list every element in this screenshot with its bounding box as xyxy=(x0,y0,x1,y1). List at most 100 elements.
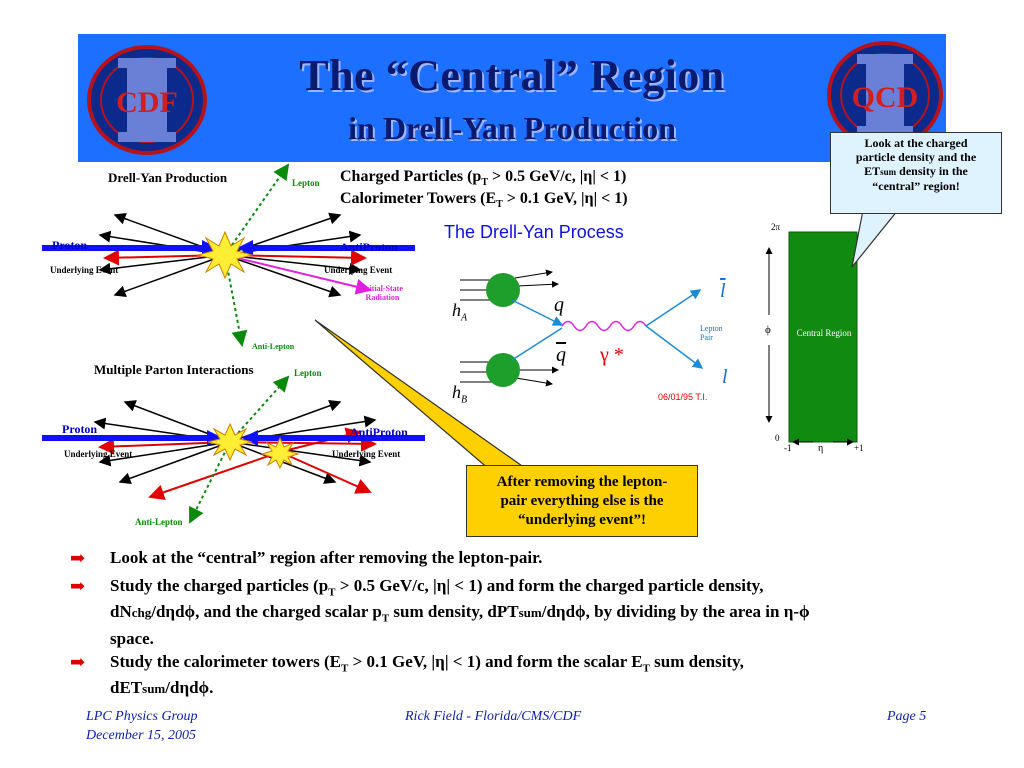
photon-label: γ * xyxy=(600,344,624,366)
anti-lepton-label: Anti-Lepton xyxy=(252,342,295,351)
underlying-event-right: Underlying Event xyxy=(324,265,393,275)
bullet-arrow-icon: ➡ xyxy=(70,548,86,568)
callout-bottom-line1: After removing the lepton- xyxy=(496,474,668,490)
b3-s1: T xyxy=(341,662,349,675)
b3-s2: T xyxy=(642,662,650,675)
qcd-logo-text: QCD xyxy=(852,81,919,114)
mpi-anti-lepton-label: Anti-Lepton xyxy=(135,517,183,527)
callout-top-et: ET xyxy=(864,164,881,178)
isr-line2: Radiation xyxy=(365,293,400,302)
calorimeter-towers-cut: Calorimeter Towers (ET > 0.1 GeV, |η| < … xyxy=(340,190,628,210)
b3-p5: /dηdϕ. xyxy=(165,678,214,698)
callout-top-line3: ETsum density in the xyxy=(831,164,1001,179)
b2-p7: space. xyxy=(110,628,154,648)
b2-p1: Study the charged particles (p xyxy=(110,576,329,595)
feynman-diagram xyxy=(460,269,704,387)
cut1-sub: T xyxy=(481,177,488,189)
mpi-proton-label: Proton xyxy=(62,422,98,436)
page-number: Page 5 xyxy=(887,709,927,724)
bullet-arrow-icon: ➡ xyxy=(70,652,86,672)
callout-bottom-line3: “underlying event”! xyxy=(518,512,646,528)
phi-axis-label: ϕ xyxy=(765,324,771,336)
footer-group: LPC Physics Group xyxy=(86,709,198,724)
b2-s3: T xyxy=(381,612,390,625)
charged-particles-cut: Charged Particles (pT > 0.5 GeV/c, |η| <… xyxy=(340,168,626,188)
pair-line2: Pair xyxy=(700,333,713,342)
callout-top-line1: Look at the charged xyxy=(864,136,968,150)
footer-author: Rick Field - Florida/CMS/CDF xyxy=(405,709,582,724)
drell-yan-title: Drell-Yan Production xyxy=(108,170,228,185)
pair-line1: Lepton xyxy=(700,324,723,333)
b2-p3: dN xyxy=(110,602,132,622)
b2-p5: sum density, dPT xyxy=(389,602,519,622)
cut1-post: > 0.5 GeV/c, |η| < 1) xyxy=(487,168,627,185)
b3-p1: Study the calorimeter towers (E xyxy=(110,652,342,671)
bullet-3-text: Study the calorimeter towers (ET > 0.1 G… xyxy=(110,652,930,699)
phi-top-label: 2π xyxy=(771,222,781,232)
b2-p4: /dηdϕ, and the charged scalar p xyxy=(151,602,382,622)
callout-top-sum: sum xyxy=(880,167,897,177)
ha-sub: A xyxy=(461,312,468,324)
drell-yan-diagram xyxy=(42,163,415,347)
b3-p2: > 0.1 GeV, |η| < 1) and form the scalar … xyxy=(348,652,643,671)
phi-zero-label: 0 xyxy=(775,433,780,443)
callout-underlying-event: After removing the lepton- pair everythi… xyxy=(466,465,698,537)
cut2-post: > 0.1 GeV, |η| < 1) xyxy=(502,190,628,207)
callout-top-tail xyxy=(851,205,903,268)
mpi-lepton-label: Lepton xyxy=(294,368,322,378)
quark-label: q xyxy=(554,294,564,316)
antilepton-symbol: l xyxy=(720,280,726,302)
callout-bottom-line2: pair everything else is the xyxy=(500,493,664,509)
mpi-underlying-right: Underlying Event xyxy=(332,449,401,459)
b2-p2: > 0.5 GeV/c, |η| < 1) and form the charg… xyxy=(335,576,764,595)
feynman-title: The Drell-Yan Process xyxy=(444,222,624,242)
b2-s2: chg xyxy=(131,605,152,621)
cdf-logo-text: CDF xyxy=(116,86,178,119)
b3-p4: dET xyxy=(110,678,143,698)
hb-h: h xyxy=(452,382,461,402)
bullet-2-text: Study the charged particles (pT > 0.5 Ge… xyxy=(110,576,930,649)
proton-label: Proton xyxy=(52,238,88,252)
isr-line1: Initial-State xyxy=(362,284,403,293)
mpi-antiproton-label: AntiProton xyxy=(350,425,408,439)
eta-axis-label: η xyxy=(818,443,824,454)
cut2-pre: Calorimeter Towers (E xyxy=(340,190,497,207)
footer-date: December 15, 2005 xyxy=(86,728,197,743)
hb-sub: B xyxy=(461,394,468,406)
antiproton-label: AntiProton xyxy=(340,240,398,254)
central-region-label: Central Region xyxy=(796,328,852,338)
underlying-event-left: Underlying Event xyxy=(50,265,119,275)
antiquark-label: q xyxy=(556,344,566,366)
b2-p6: /dηdϕ, by dividing by the area in η-ϕ xyxy=(541,602,810,622)
hadron-a-label: hA xyxy=(452,300,467,324)
cut1-pre: Charged Particles (p xyxy=(340,168,482,185)
cdf-logo: CDF xyxy=(87,45,207,155)
mpi-underlying-left: Underlying Event xyxy=(64,449,133,459)
lepton-pair-label: Lepton Pair xyxy=(700,324,723,342)
slide-title: The “Central” Region xyxy=(299,51,725,100)
callout-central-region: Look at the charged particle density and… xyxy=(830,132,1002,214)
b3-s3: sum xyxy=(142,681,166,697)
b2-s4: sum xyxy=(518,605,542,621)
callout-top-post: density in the xyxy=(896,164,968,178)
callout-top-line2: particle density and the xyxy=(855,150,977,164)
cut2-sub: T xyxy=(496,199,503,211)
mpi-title: Multiple Parton Interactions xyxy=(94,362,254,377)
b2-s1: T xyxy=(328,586,336,599)
eta-max-label: +1 xyxy=(854,443,864,453)
qcd-logo: QCD xyxy=(827,41,943,149)
bullet-2: ➡ Study the charged particles (pT > 0.5 … xyxy=(70,576,940,648)
lepton-symbol: l xyxy=(722,366,728,388)
isr-label: Initial-State Radiation xyxy=(362,284,403,302)
date-stamp: 06/01/95 T.I. xyxy=(658,392,708,402)
central-region-plot xyxy=(765,231,858,446)
eta-min-label: -1 xyxy=(784,443,792,453)
title-banner xyxy=(78,34,946,162)
lepton-label: Lepton xyxy=(292,178,320,188)
ha-h: h xyxy=(452,300,461,320)
mpi-diagram xyxy=(42,375,425,524)
hadron-b-label: hB xyxy=(452,382,467,406)
slide-subtitle: in Drell-Yan Production xyxy=(348,110,676,146)
bullet-3: ➡ Study the calorimeter towers (ET > 0.1… xyxy=(70,652,940,699)
bullet-arrow-icon: ➡ xyxy=(70,576,86,596)
